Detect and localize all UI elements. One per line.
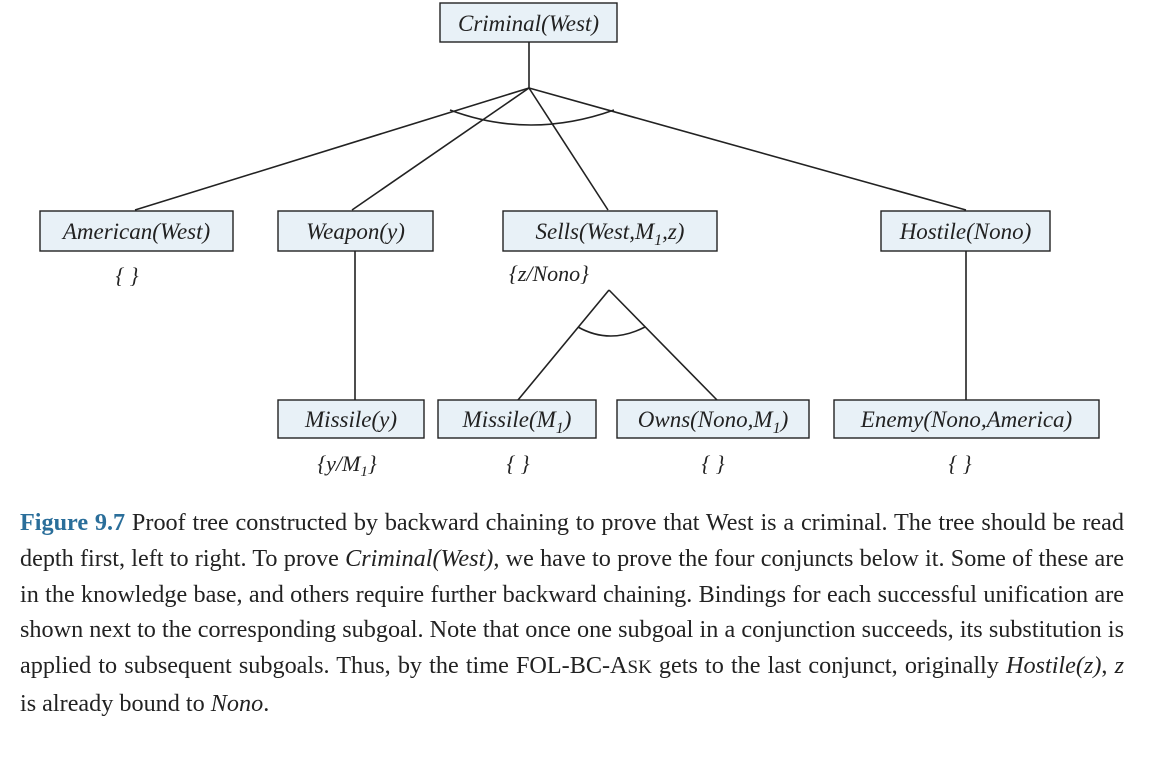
node-hostile-nono: Hostile(Nono) [880,210,1051,252]
lower-edges [354,251,967,401]
node-missile-m1: Missile(M1) [437,399,597,439]
conjunction-arc-root [449,109,615,126]
proof-tree-diagram: Criminal(West) American(West) Weapon(y) … [39,2,1100,480]
node-owns: Owns(Nono,M1) [616,399,810,439]
edge-root-american [134,87,530,211]
node-weapon-y: Weapon(y) [277,210,434,252]
node-owns-label: Owns(Nono,M1) [638,407,788,437]
binding-missile-m1: { } [506,451,529,476]
node-sells-label: Sells(West,M1,z) [536,219,685,249]
node-enemy: Enemy(Nono,America) [833,399,1100,439]
edge-root-weapon [351,87,530,211]
edge-root-hostile [528,87,967,211]
caption-nono: Nono [210,689,264,717]
caption-text-6: . [263,689,270,717]
node-missile-y-label: Missile(y) [304,407,397,432]
binding-enemy: { } [948,451,971,476]
caption-text-3: gets to the last conjunct, originally [651,652,1006,680]
caption-z-var: z [1114,652,1125,680]
caption-criminal-west: Criminal(West) [345,544,494,572]
figure-caption: Figure 9.7 Proof tree constructed by bac… [20,505,1124,722]
node-hostile-nono-label: Hostile(Nono) [899,219,1032,244]
edge-sells-missile-m1 [517,289,610,401]
caption-algorithm-name: FOL-BC-ASK [515,652,652,680]
binding-sells: {z/Nono} [509,261,589,286]
node-criminal-west: Criminal(West) [439,2,618,43]
binding-owns: { } [701,451,724,476]
binding-american: { } [115,263,138,288]
node-missile-m1-label: Missile(M1) [462,407,572,437]
figure-label: Figure 9.7 [20,509,126,536]
node-american-west-label: American(West) [61,219,210,244]
edge-root-sells [528,87,609,211]
conjunction-arc-sells [577,326,646,337]
caption-text-1: Proof tree constructed by backward chain… [20,509,1124,572]
caption-text-2: , we have to prove the four conjuncts be… [20,544,1124,680]
caption-hostile-z: Hostile(z) [1006,652,1102,680]
node-enemy-label: Enemy(Nono,America) [860,407,1072,432]
node-sells: Sells(West,M1,z) [502,210,718,252]
node-american-west: American(West) [39,210,234,252]
node-criminal-west-label: Criminal(West) [458,11,599,36]
edge-sells-owns [608,289,718,401]
caption-text-4: , [1101,652,1115,680]
caption-text-5: is already bound to [20,689,211,717]
root-edges [134,42,967,211]
node-missile-y: Missile(y) [277,399,425,439]
node-weapon-y-label: Weapon(y) [306,219,405,244]
binding-missile-y: {y/M1} [317,451,377,480]
